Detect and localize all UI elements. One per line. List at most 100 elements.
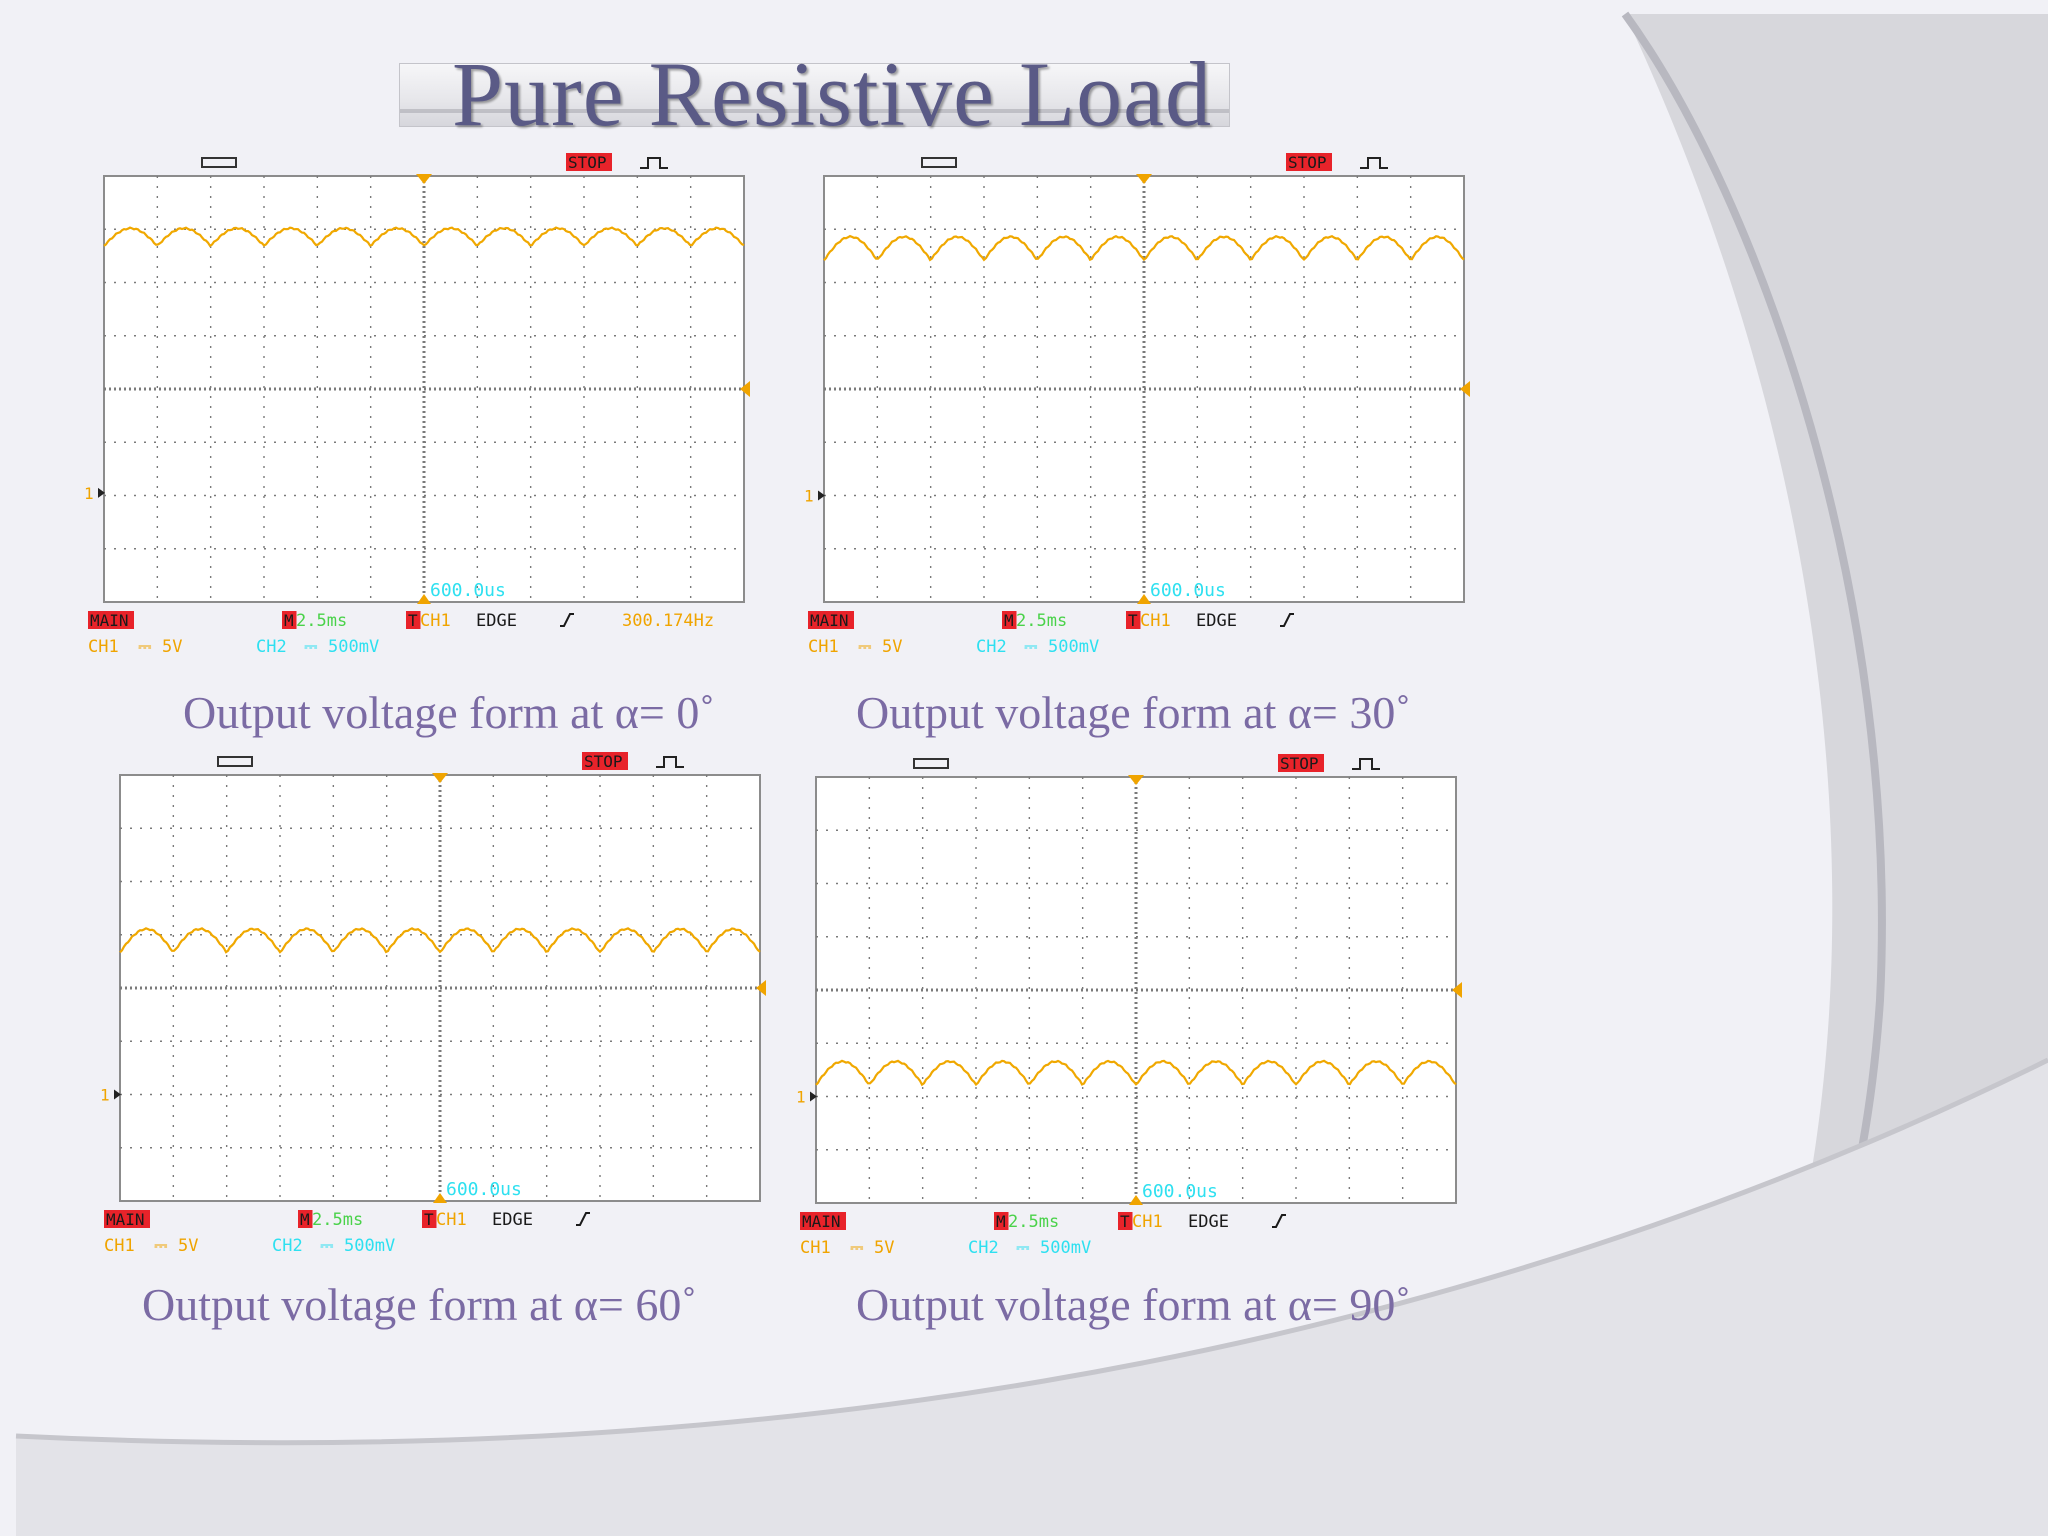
t-badge: T (424, 1210, 434, 1229)
ch2-scale-readout: 500mV (328, 637, 379, 657)
stop-badge: STOP (584, 752, 623, 771)
t-badge-bg (406, 611, 421, 629)
ch1-scale-readout: 5V (178, 1236, 198, 1256)
ch2-label: CH2 (256, 637, 287, 657)
trigger-position-marker (1136, 174, 1152, 184)
t-badge: T (1120, 1212, 1130, 1231)
dc-coupling-icon: ⎓ (1016, 1238, 1030, 1258)
t-badge-bg (1126, 611, 1141, 629)
m-badge: M (1004, 611, 1014, 630)
ch1-scale-readout: 5V (162, 637, 182, 657)
dc-coupling-icon: ⎓ (858, 637, 872, 657)
trigger-position-marker (432, 773, 448, 783)
trigger-type-readout: EDGE (492, 1210, 533, 1230)
ch1-label: CH1 (104, 1236, 135, 1256)
dc-coupling-icon: ⎓ (154, 1236, 168, 1256)
ch1-label: CH1 (800, 1238, 831, 1258)
trigger-position-readout: 600.0us (446, 1179, 522, 1200)
t-badge-bg (422, 1210, 437, 1228)
ch1-ground-label: 1 (100, 1086, 110, 1105)
stop-badge-bg (582, 752, 628, 770)
timebase-readout: 2.5ms (296, 611, 347, 631)
stop-badge: STOP (568, 153, 607, 172)
ch1-ground-label: 1 (796, 1088, 806, 1107)
timebase-readout: 2.5ms (1016, 611, 1067, 631)
rising-edge-icon (560, 613, 574, 627)
trigger-level-marker (740, 381, 750, 397)
timebase-readout: 2.5ms (312, 1210, 363, 1230)
main-badge-bg (104, 1210, 150, 1228)
m-badge-bg (298, 1210, 313, 1228)
m-badge: M (284, 611, 294, 630)
trigger-position-readout: 600.0us (1150, 580, 1226, 601)
ch1-ground-marker (810, 1091, 817, 1102)
trigger-type-readout: EDGE (1196, 611, 1237, 631)
rising-edge-icon (576, 1212, 590, 1226)
title-bar (399, 63, 1230, 127)
ch1-ground-marker (114, 1089, 121, 1100)
trigger-position-marker (1128, 775, 1144, 785)
ch2-label: CH2 (272, 1236, 303, 1256)
main-badge-bg (88, 611, 134, 629)
stop-badge-bg (566, 153, 612, 171)
trigger-level-marker (756, 980, 766, 996)
ch2-scale-readout: 500mV (1048, 637, 1099, 657)
trigger-bottom-marker (1137, 594, 1151, 604)
trigger-source-readout: CH1 (1140, 611, 1171, 631)
trigger-bottom-marker (417, 594, 431, 604)
main-badge-bg (800, 1212, 846, 1230)
caption-alpha-0: Output voltage form at α= 0˚ (183, 687, 715, 738)
usb-icon (921, 157, 957, 168)
ch1-waveform (119, 927, 761, 954)
main-badge-bg (808, 611, 854, 629)
main-badge: MAIN (90, 611, 129, 630)
m-badge-bg (1002, 611, 1017, 629)
dc-coupling-icon: ⎓ (850, 1238, 864, 1258)
trigger-position-readout: 600.0us (430, 580, 506, 601)
stop-badge: STOP (1288, 153, 1327, 172)
ch1-waveform (103, 226, 745, 248)
frequency-readout: 300.174Hz (622, 611, 714, 631)
usb-icon (201, 157, 237, 168)
main-badge: MAIN (802, 1212, 841, 1231)
ch1-label: CH1 (808, 637, 839, 657)
m-badge: M (300, 1210, 310, 1229)
title-rule (400, 109, 1229, 113)
trigger-source-readout: CH1 (436, 1210, 467, 1230)
caption-alpha-30: Output voltage form at α= 30˚ (856, 687, 1411, 738)
trigger-level-marker (1460, 381, 1470, 397)
timebase-readout: 2.5ms (1008, 1212, 1059, 1232)
trigger-type-readout: EDGE (476, 611, 517, 631)
usb-icon (217, 756, 253, 767)
ch1-waveform (815, 1059, 1457, 1087)
dc-coupling-icon: ⎓ (138, 637, 152, 657)
trigger-type-readout: EDGE (1188, 1212, 1229, 1232)
caption-alpha-90: Output voltage form at α= 90˚ (856, 1279, 1411, 1330)
dc-coupling-icon: ⎓ (1024, 637, 1038, 657)
trigger-position-marker (416, 174, 432, 184)
ch1-waveform (823, 234, 1465, 262)
trigger-position-readout: 600.0us (1142, 1181, 1218, 1202)
stop-badge-bg (1278, 754, 1324, 772)
trigger-edge-icon (656, 756, 684, 768)
ch1-scale-readout: 5V (882, 637, 902, 657)
ch2-scale-readout: 500mV (344, 1236, 395, 1256)
ch1-ground-label: 1 (804, 487, 814, 506)
ch1-ground-marker (818, 490, 825, 501)
trigger-bottom-marker (433, 1193, 447, 1203)
usb-icon (913, 758, 949, 769)
ch1-ground-marker (98, 487, 105, 498)
caption-alpha-60: Output voltage form at α= 60˚ (142, 1279, 697, 1330)
rising-edge-icon (1280, 613, 1294, 627)
ch2-label: CH2 (976, 637, 1007, 657)
background-swoosh-line (15, 1057, 2048, 1446)
trigger-bottom-marker (1129, 1195, 1143, 1205)
trigger-level-marker (1452, 982, 1462, 998)
ch1-scale-readout: 5V (874, 1238, 894, 1258)
